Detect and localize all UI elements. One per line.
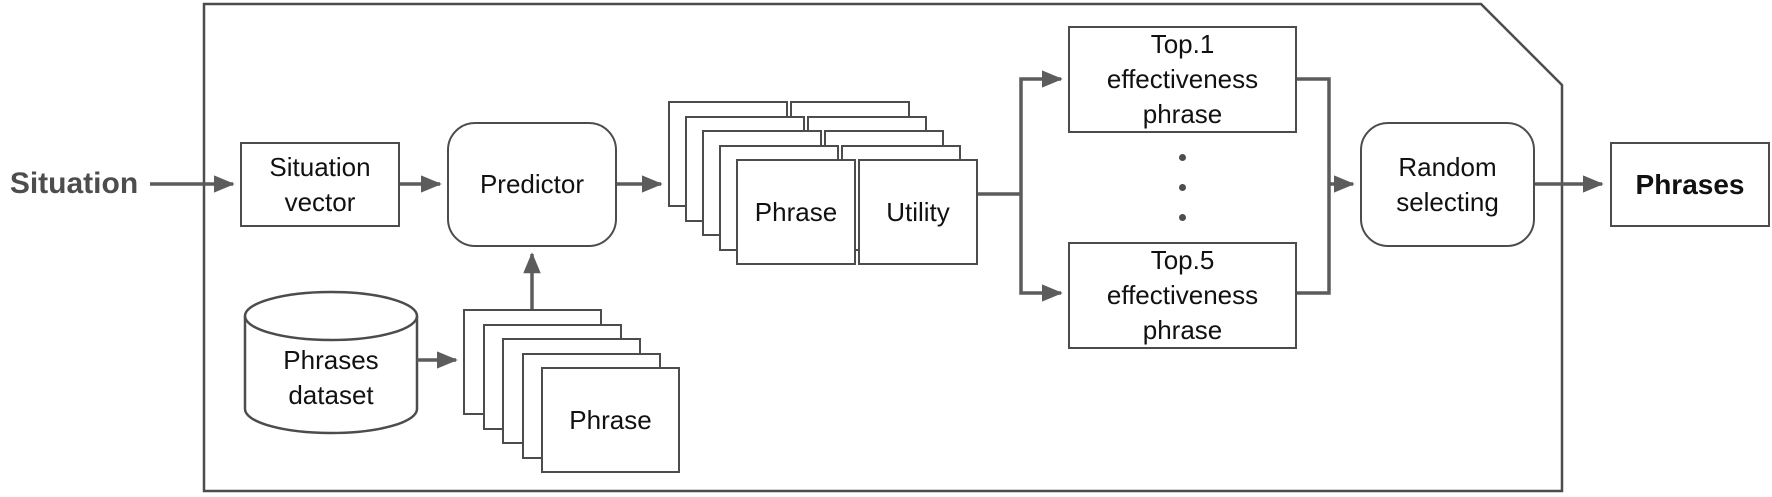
phrase-card-front: Phrase <box>736 159 856 265</box>
phrases-output-box: Phrases <box>1610 142 1770 227</box>
phrase-card-label: Phrase <box>754 196 838 227</box>
top5-effectiveness-label: Top.5 effectiveness phrase <box>1106 245 1259 345</box>
phrase-card-label: Phrase <box>569 404 652 435</box>
phrases-dataset-label: Phrases dataset <box>283 344 379 410</box>
situation-input-label: Situation <box>9 167 139 200</box>
vertical-ellipsis-dot <box>1179 184 1186 191</box>
top5-effectiveness-box: Top.5 effectiveness phrase <box>1068 242 1297 349</box>
phrase-utility-stack: Phrase Utility <box>668 101 978 265</box>
vertical-ellipsis-dot <box>1179 154 1186 161</box>
vertical-ellipsis-dot <box>1179 214 1186 221</box>
utility-card-label: Utility <box>886 196 950 227</box>
situation-vector-box: Situation vector <box>240 142 400 227</box>
random-selecting-label: Random selecting <box>1396 151 1499 217</box>
predictor-label: Predictor <box>479 169 585 199</box>
arrow-branch-to-top5 <box>1019 194 1063 302</box>
top1-effectiveness-label: Top.1 effectiveness phrase <box>1106 29 1259 129</box>
situation-vector-label: Situation vector <box>269 151 371 217</box>
predictor-box: Predictor <box>447 122 617 247</box>
utility-card-front: Utility <box>858 159 978 265</box>
database-cylinder-icon <box>243 290 419 435</box>
random-selecting-box: Random selecting <box>1360 122 1535 247</box>
phrases-output-label: Phrases <box>1635 168 1745 200</box>
phrase-card-front: Phrase <box>541 367 680 473</box>
phrase-dataset-stack: Phrase <box>463 309 680 473</box>
system-boundary-frame <box>202 2 1564 493</box>
top1-effectiveness-box: Top.1 effectiveness phrase <box>1068 26 1297 133</box>
phrases-dataset-cylinder: Phrases dataset <box>245 330 417 425</box>
line-top-boxes-collector <box>1297 77 1331 295</box>
arrow-branch-to-top1 <box>1019 70 1063 194</box>
